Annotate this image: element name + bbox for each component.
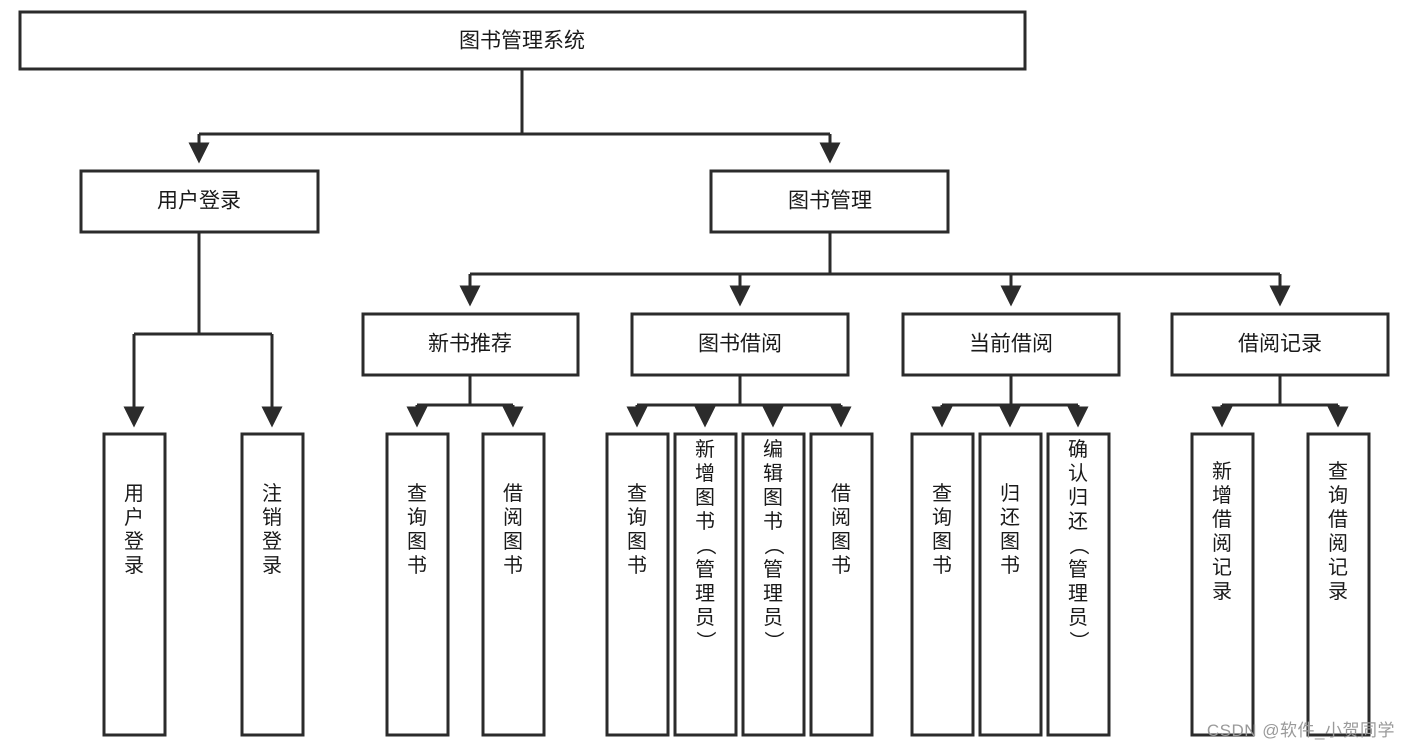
leaf-user-logout-label: 注销登录 bbox=[262, 482, 282, 577]
leaf-query-book-3[interactable]: 查询图书 bbox=[910, 432, 975, 737]
leaf-borrow-book-2-box bbox=[809, 432, 874, 737]
leaf-query-record-label: 查询借阅记录 bbox=[1328, 460, 1348, 603]
leaf-query-book-3-box bbox=[910, 432, 975, 737]
leaf-query-book-2-box bbox=[605, 432, 670, 737]
leaf-borrow-book-1-label: 借阅图书 bbox=[503, 482, 523, 577]
leaf-add-record-label: 新增借阅记录 bbox=[1212, 460, 1232, 603]
node-new-book-recommend[interactable]: 新书推荐 bbox=[361, 312, 580, 377]
leaf-user-login-box bbox=[102, 432, 167, 737]
node-current-borrow-box bbox=[901, 312, 1121, 377]
leaf-return-book-box bbox=[978, 432, 1043, 737]
leaf-query-book-3-label: 查询图书 bbox=[932, 482, 952, 577]
node-borrow-record-label: 借阅记录 bbox=[1238, 333, 1322, 356]
leaf-borrow-book-1-box bbox=[481, 432, 546, 737]
leaf-return-book-label: 归还图书 bbox=[1000, 482, 1020, 577]
node-book-borrow-label: 图书借阅 bbox=[698, 333, 782, 356]
node-book-management[interactable]: 图书管理 bbox=[709, 169, 950, 234]
leaf-confirm-return-box bbox=[1046, 432, 1111, 737]
leaf-user-logout[interactable]: 注销登录 bbox=[240, 432, 305, 737]
csdn-watermark: CSDN @软件_小贺同学 bbox=[1206, 721, 1395, 740]
leaf-add-book-label: 新增图书（管理员） bbox=[695, 438, 716, 653]
leaf-user-login-label: 用户登录 bbox=[124, 483, 144, 577]
node-book-management-label: 图书管理 bbox=[788, 190, 872, 213]
leaf-edit-book-label: 编辑图书（管理员） bbox=[763, 438, 784, 653]
node-book-management-box bbox=[709, 169, 950, 234]
leaf-user-login[interactable]: 用户登录 bbox=[102, 432, 167, 737]
leaf-query-book-1[interactable]: 查询图书 bbox=[385, 432, 450, 737]
node-new-book-recommend-label: 新书推荐 bbox=[428, 333, 512, 356]
node-user-login[interactable]: 用户登录 bbox=[79, 169, 320, 234]
node-borrow-record-box bbox=[1170, 312, 1390, 377]
leaf-query-book-1-label: 查询图书 bbox=[407, 482, 427, 577]
leaf-add-record-box bbox=[1190, 432, 1255, 737]
leaf-edit-book-box bbox=[741, 432, 806, 737]
leaf-query-book-1-box bbox=[385, 432, 450, 737]
node-book-borrow-box bbox=[630, 312, 850, 377]
leaf-add-record[interactable]: 新增借阅记录 bbox=[1190, 432, 1255, 737]
node-current-borrow-label: 当前借阅 bbox=[969, 333, 1053, 356]
leaf-edit-book[interactable]: 编辑图书（管理员） bbox=[741, 432, 806, 737]
node-current-borrow[interactable]: 当前借阅 bbox=[901, 312, 1121, 377]
leaf-user-logout-box bbox=[240, 432, 305, 737]
leaf-borrow-book-2-label: 借阅图书 bbox=[831, 482, 851, 577]
node-root[interactable]: 图书管理系统 bbox=[18, 10, 1027, 71]
leaf-query-book-2-label: 查询图书 bbox=[627, 482, 647, 577]
node-root-box bbox=[18, 10, 1027, 71]
leaf-return-book[interactable]: 归还图书 bbox=[978, 432, 1043, 737]
leaf-query-record[interactable]: 查询借阅记录 bbox=[1306, 432, 1371, 737]
leaf-add-book[interactable]: 新增图书（管理员） bbox=[673, 432, 738, 737]
leaf-confirm-return-label: 确认归还（管理员） bbox=[1068, 438, 1089, 653]
node-root-label: 图书管理系统 bbox=[459, 30, 585, 53]
node-user-login-box bbox=[79, 169, 320, 234]
leaf-borrow-book-2[interactable]: 借阅图书 bbox=[809, 432, 874, 737]
leaf-query-book-2[interactable]: 查询图书 bbox=[605, 432, 670, 737]
node-user-login-label: 用户登录 bbox=[157, 190, 241, 213]
leaf-confirm-return[interactable]: 确认归还（管理员） bbox=[1046, 432, 1111, 737]
node-borrow-record[interactable]: 借阅记录 bbox=[1170, 312, 1390, 377]
leaf-borrow-book-1[interactable]: 借阅图书 bbox=[481, 432, 546, 737]
leaf-add-book-box bbox=[673, 432, 738, 737]
node-book-borrow[interactable]: 图书借阅 bbox=[630, 312, 850, 377]
node-new-book-recommend-box bbox=[361, 312, 580, 377]
connector-layer bbox=[123, 69, 1349, 428]
leaf-query-record-box bbox=[1306, 432, 1371, 737]
